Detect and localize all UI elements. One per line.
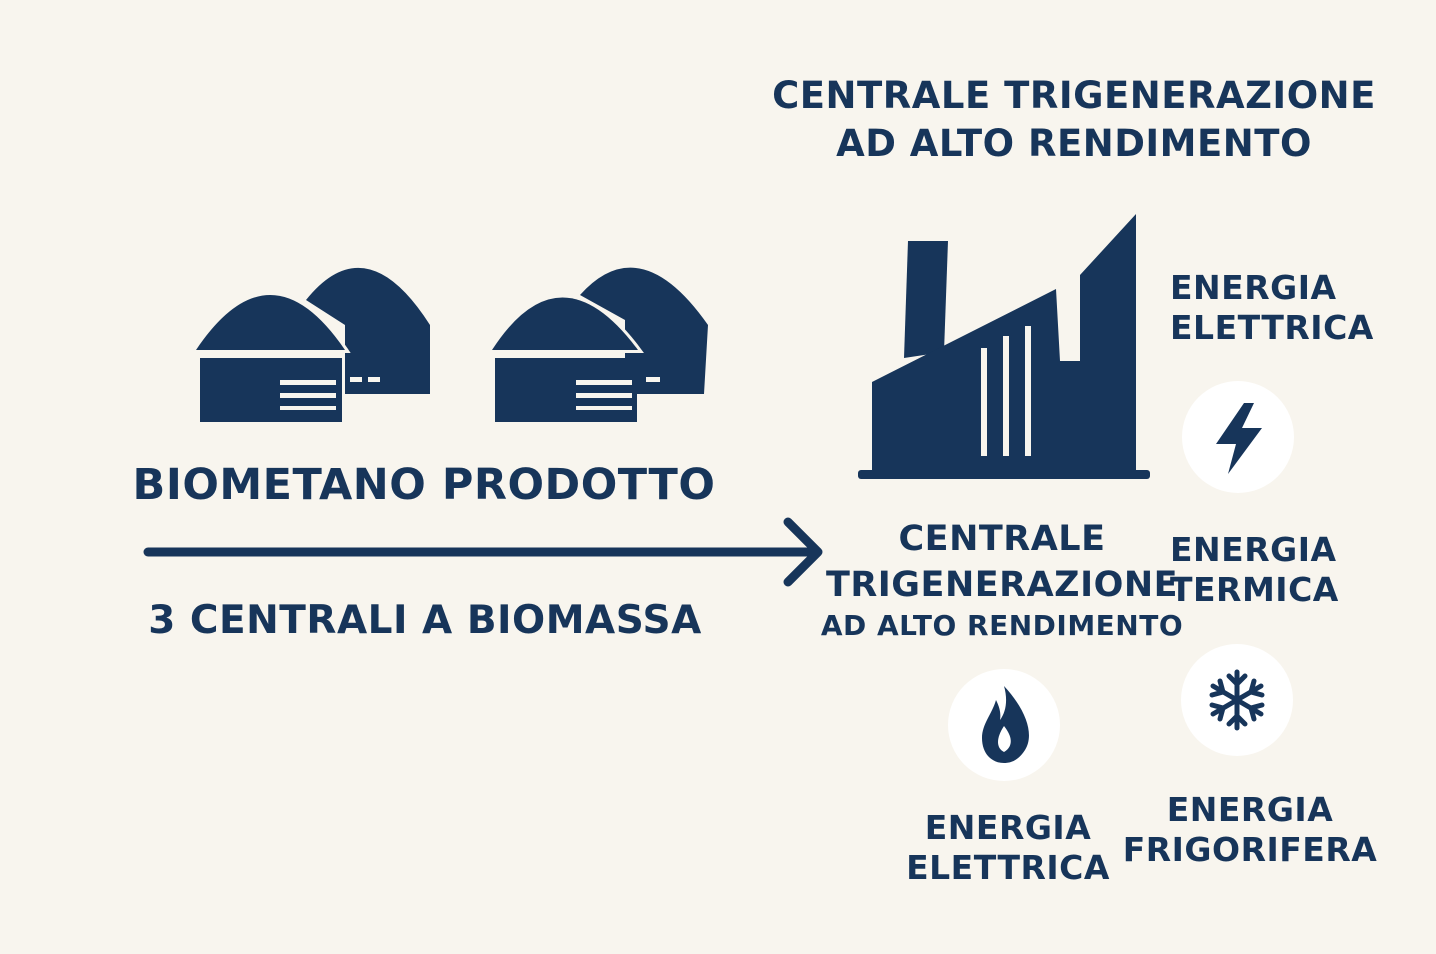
output-thermal-line1: ENERGIA: [1170, 530, 1337, 569]
arrow-label: 3 CENTRALI A BIOMASSA: [148, 598, 702, 643]
output-thermal: ENERGIA TERMICA: [1170, 530, 1339, 610]
output-electric-top-line2: ELETTRICA: [1170, 308, 1374, 347]
digester-icon: [486, 267, 708, 422]
flow-arrow: [143, 517, 823, 587]
output-cooling: ENERGIA FRIGORIFERA: [1123, 790, 1378, 870]
page-title: CENTRALE TRIGENERAZIONE AD ALTO RENDIMEN…: [772, 72, 1376, 168]
factory-icon: [858, 214, 1150, 479]
output-electric-bottom-line1: ENERGIA: [924, 808, 1092, 847]
snowflake-icon: [1181, 644, 1293, 756]
output-electric-bottom-line2: ELETTRICA: [906, 848, 1110, 887]
flame-icon: [948, 669, 1060, 781]
plant-label: CENTRALE TRIGENERAZIONE AD ALTO RENDIMEN…: [821, 516, 1183, 644]
plant-label-line1: CENTRALE: [898, 519, 1106, 559]
output-thermal-line2: TERMICA: [1170, 570, 1339, 609]
page-title-line2: AD ALTO RENDIMENTO: [836, 122, 1312, 165]
digester-icon: [190, 267, 430, 422]
output-cooling-line2: FRIGORIFERA: [1122, 830, 1378, 869]
output-electric-top: ENERGIA ELETTRICA: [1170, 268, 1374, 348]
page-title-line1: CENTRALE TRIGENERAZIONE: [772, 74, 1376, 117]
output-electric-bottom: ENERGIA ELETTRICA: [906, 808, 1110, 888]
lightning-icon: [1182, 381, 1294, 493]
output-electric-top-line1: ENERGIA: [1170, 268, 1337, 307]
plant-label-line3: AD ALTO RENDIMENTO: [820, 609, 1184, 642]
output-cooling-line1: ENERGIA: [1166, 790, 1334, 829]
plant-label-line2: TRIGENERAZIONE: [825, 565, 1179, 605]
biomethane-label: BIOMETANO PRODOTTO: [132, 460, 716, 510]
